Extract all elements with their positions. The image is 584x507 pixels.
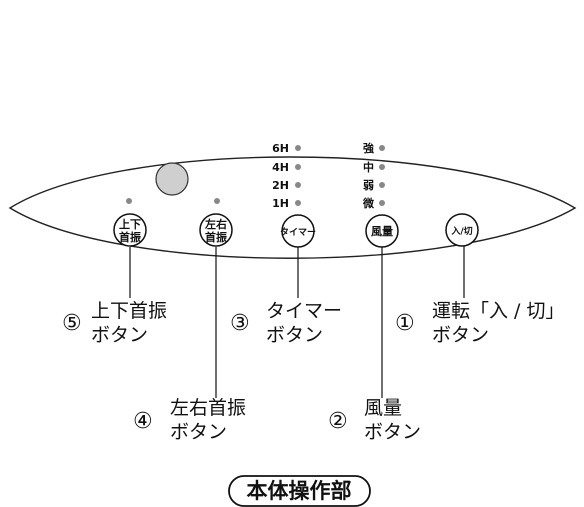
- updown-indicator-lamp: [126, 198, 132, 204]
- fan-level-label: 弱: [363, 179, 374, 192]
- fan-level-label: 中: [363, 160, 374, 174]
- timer-level-label: 1H: [272, 197, 289, 210]
- callout-power: ① 運転「入 / 切」 ボタン: [395, 300, 564, 346]
- fan-level-lamp: [379, 200, 385, 206]
- fan-level-label: 強: [363, 141, 374, 155]
- leftright-indicator-lamp: [214, 198, 220, 204]
- leader-lines: [129, 246, 465, 398]
- callout-label: ボタン: [432, 324, 489, 346]
- timer-level-label: 6H: [272, 142, 289, 155]
- sensor-window: [155, 162, 189, 196]
- callout-label: ボタン: [91, 324, 148, 346]
- callout-label: 左右首振: [170, 397, 246, 419]
- fan-indicators: 強 中 弱 微: [362, 141, 385, 210]
- airflow-button-label: 風量: [371, 225, 393, 238]
- callout-number: ②: [328, 409, 348, 434]
- callout-label: 上下首振: [91, 300, 167, 322]
- timer-button[interactable]: タイマー: [280, 214, 316, 248]
- callout-timer: ③ タイマー ボタン: [230, 300, 342, 346]
- fan-level-lamp: [379, 164, 385, 170]
- timer-button-label: タイマー: [280, 226, 316, 238]
- updown-button-label: 上下: [119, 217, 141, 231]
- callout-label: ボタン: [170, 421, 227, 443]
- callout-label: タイマー: [266, 300, 342, 322]
- callout-number: ④: [133, 409, 153, 434]
- callout-number: ③: [230, 311, 250, 336]
- leftright-button-label: 首振: [205, 230, 227, 244]
- airflow-button[interactable]: 風量: [365, 214, 399, 248]
- power-button[interactable]: 入/切: [445, 213, 479, 247]
- title-text: 本体操作部: [247, 479, 352, 503]
- updown-button-label: 首振: [119, 230, 141, 244]
- leftright-swing-button[interactable]: 左右 首振: [199, 213, 233, 247]
- fan-level-lamp: [379, 145, 385, 151]
- updown-swing-button[interactable]: 上下 首振: [113, 213, 147, 247]
- timer-level-lamp: [295, 182, 301, 188]
- timer-level-lamp: [295, 164, 301, 170]
- callout-label: 風量: [364, 397, 402, 419]
- callout-leftright: ④ 左右首振 ボタン: [133, 397, 246, 443]
- callout-label: 運転「入 / 切」: [432, 300, 564, 322]
- callout-number: ⑤: [62, 311, 82, 336]
- diagram-title: 本体操作部: [228, 475, 371, 507]
- timer-level-lamp: [295, 145, 301, 151]
- callout-number: ①: [395, 311, 415, 336]
- fan-level-lamp: [379, 182, 385, 188]
- callout-updown: ⑤ 上下首振 ボタン: [62, 300, 167, 346]
- timer-indicators: 6H 4H 2H 1H: [272, 142, 301, 210]
- timer-level-label: 2H: [272, 179, 289, 192]
- timer-level-label: 4H: [272, 161, 289, 174]
- callout-airflow: ② 風量 ボタン: [328, 397, 421, 443]
- callout-label: ボタン: [364, 421, 421, 443]
- timer-level-lamp: [295, 200, 301, 206]
- power-button-label: 入/切: [450, 226, 472, 237]
- fan-level-label: 微: [362, 196, 375, 210]
- leftright-button-label: 左右: [204, 217, 227, 231]
- callout-label: ボタン: [266, 324, 323, 346]
